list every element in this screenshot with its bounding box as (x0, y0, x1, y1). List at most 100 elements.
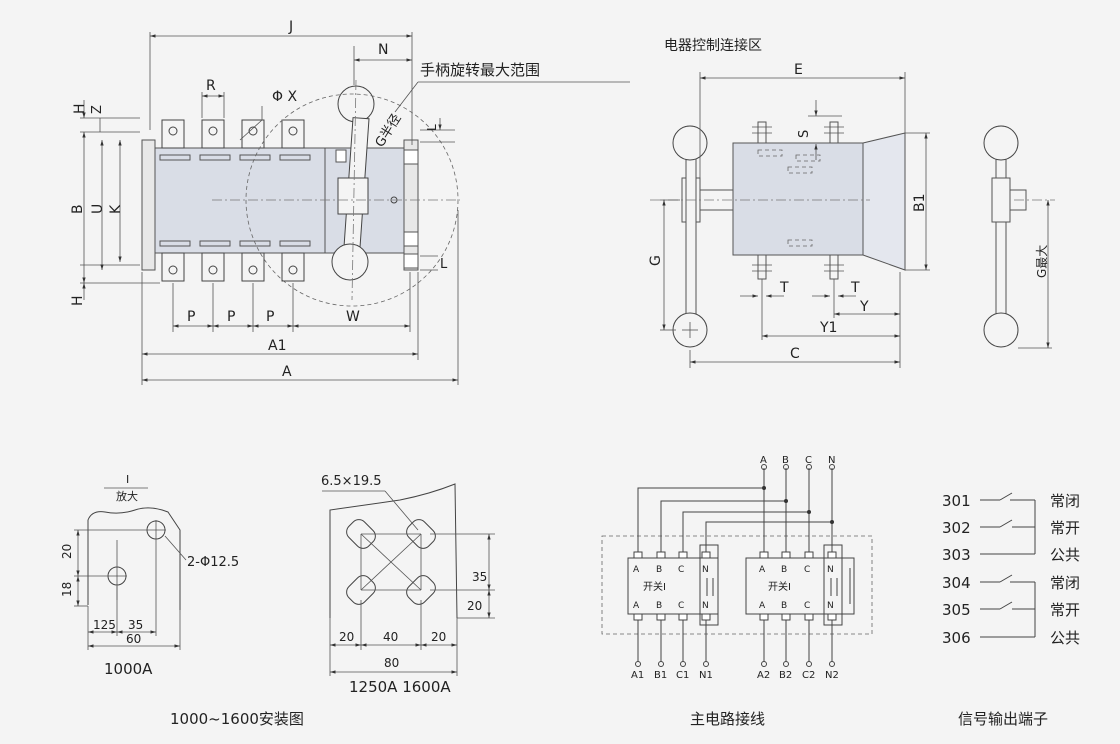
dim-C: C (790, 346, 800, 362)
left-end-plate (141, 139, 156, 271)
sw1-bot-A: A (633, 601, 640, 611)
phase-slots (159, 154, 311, 247)
dim-20-v: 20 (60, 544, 74, 559)
sw2-bot-A: A (759, 601, 766, 611)
dim-T2: T (850, 280, 860, 296)
dim-P2: P (227, 309, 235, 325)
sw2-top-A: A (759, 565, 766, 575)
phase-top-B: B (782, 455, 789, 466)
out-B2: B2 (779, 670, 792, 681)
control-area-title: 电器控制连接区 (664, 37, 762, 54)
sw1-top-B: B (656, 565, 662, 575)
sig-304-label: 常闭 (1050, 574, 1080, 592)
sw2-bot-N: N (827, 601, 834, 611)
sig-302-num: 302 (942, 519, 971, 537)
dim-60: 60 (126, 632, 141, 646)
sig-302-label: 常开 (1050, 519, 1080, 537)
circuit-frame (601, 535, 873, 635)
sw2-label: 开关I (768, 580, 791, 593)
caption-signals: 信号输出端子 (958, 710, 1048, 728)
dim-18-v: 18 (60, 582, 74, 597)
switch-body (154, 147, 326, 254)
dim-S: S (797, 130, 812, 138)
dim-40-b: 40 (383, 630, 398, 644)
dim-U: U (90, 204, 106, 214)
view-note: 放大 (116, 489, 138, 503)
dim-P3: P (266, 309, 274, 325)
phase-top-C: C (805, 455, 812, 466)
out-C2: C2 (802, 670, 815, 681)
phase-top-A: A (760, 455, 767, 466)
dim-80-b: 80 (384, 656, 399, 670)
dim-W: W (346, 309, 360, 325)
sig-304-num: 304 (942, 574, 971, 592)
sw1-top-A: A (633, 565, 640, 575)
dim-125: 125 (93, 618, 116, 632)
sig-306-num: 306 (942, 629, 971, 647)
sw2-top-B: B (781, 565, 787, 575)
main-front-view: J N 手柄旋转最大范围 G半径 L L R Φ X (70, 19, 630, 385)
sig-305-num: 305 (942, 601, 971, 619)
caption-mount: 1000~1600安装图 (170, 710, 304, 728)
sig-301-num: 301 (942, 492, 971, 510)
sw1-top-N: N (702, 565, 709, 575)
caption-1250a-1600a: 1250A 1600A (349, 678, 451, 696)
side-body (732, 142, 864, 256)
sig-301-label: 常闭 (1050, 492, 1080, 510)
dim-35: 35 (128, 618, 143, 632)
top-terminals (161, 119, 305, 149)
out-A1: A1 (631, 670, 644, 681)
mount-1250a-1600a: 6.5×19.5 35 20 20 40 20 80 (321, 474, 495, 676)
hole-spec: 2-Φ12.5 (187, 555, 239, 570)
dim-Y1: Y1 (819, 320, 837, 336)
signal-terminals: 301 302 303 304 305 306 常闭 常开 公共 常闭 常开 公… (942, 492, 1080, 647)
sig-303-num: 303 (942, 546, 971, 564)
dim-35-r: 35 (472, 570, 487, 584)
dim-A: A (282, 364, 292, 380)
caption-1000a: 1000A (104, 660, 153, 678)
end-view: G最大 (983, 125, 1055, 349)
sw2-top-N: N (827, 565, 834, 575)
dim-E: E (794, 62, 803, 78)
dim-P1: P (187, 309, 195, 325)
dim-L-top: L (425, 124, 439, 131)
dim-A1: A1 (268, 338, 286, 354)
dim-G: G (648, 255, 664, 266)
dim-H-bottom: H (70, 295, 86, 306)
sw1-bot-N: N (702, 601, 709, 611)
g-max-label: G最大 (1035, 245, 1049, 278)
mount-1000a: I 放大 2-Φ12.5 20 18 125 35 60 (60, 473, 239, 650)
dim-H-top: H (72, 103, 88, 114)
sw2-bot-B: B (781, 601, 787, 611)
dim-Z: Z (90, 105, 105, 114)
dim-R: R (206, 78, 216, 94)
side-view: 电器控制连接区 E S (648, 37, 930, 368)
main-circuit: A B C N A B C N 开关I A B C N (601, 455, 873, 681)
dim-B1: B1 (912, 193, 928, 212)
sw2-bot-C: C (804, 601, 810, 611)
out-N2: N2 (825, 670, 839, 681)
dim-N: N (378, 42, 388, 58)
dim-20-b2: 20 (431, 630, 446, 644)
caption-circuit: 主电路接线 (690, 710, 765, 728)
dim-K: K (108, 204, 124, 214)
dim-Y: Y (859, 299, 869, 315)
sw1-label: 开关I (643, 580, 666, 593)
sig-306-label: 公共 (1050, 629, 1080, 647)
bottom-terminals (161, 252, 305, 282)
g-radius-label: G半径 (373, 112, 405, 151)
sw1-bot-C: C (678, 601, 684, 611)
sw1-top-C: C (678, 565, 684, 575)
sw2-top-C: C (804, 565, 810, 575)
out-B1: B1 (654, 670, 667, 681)
dim-J: J (288, 19, 293, 35)
sig-303-label: 公共 (1050, 546, 1080, 564)
dim-B: B (70, 204, 86, 214)
handle-range-label: 手柄旋转最大范围 (420, 61, 540, 79)
dim-phi-x: Φ X (272, 89, 297, 105)
sw1-bot-B: B (656, 601, 662, 611)
slot-spec: 6.5×19.5 (321, 474, 382, 489)
handle-range-circle (245, 93, 459, 307)
dim-T1: T (779, 280, 789, 296)
